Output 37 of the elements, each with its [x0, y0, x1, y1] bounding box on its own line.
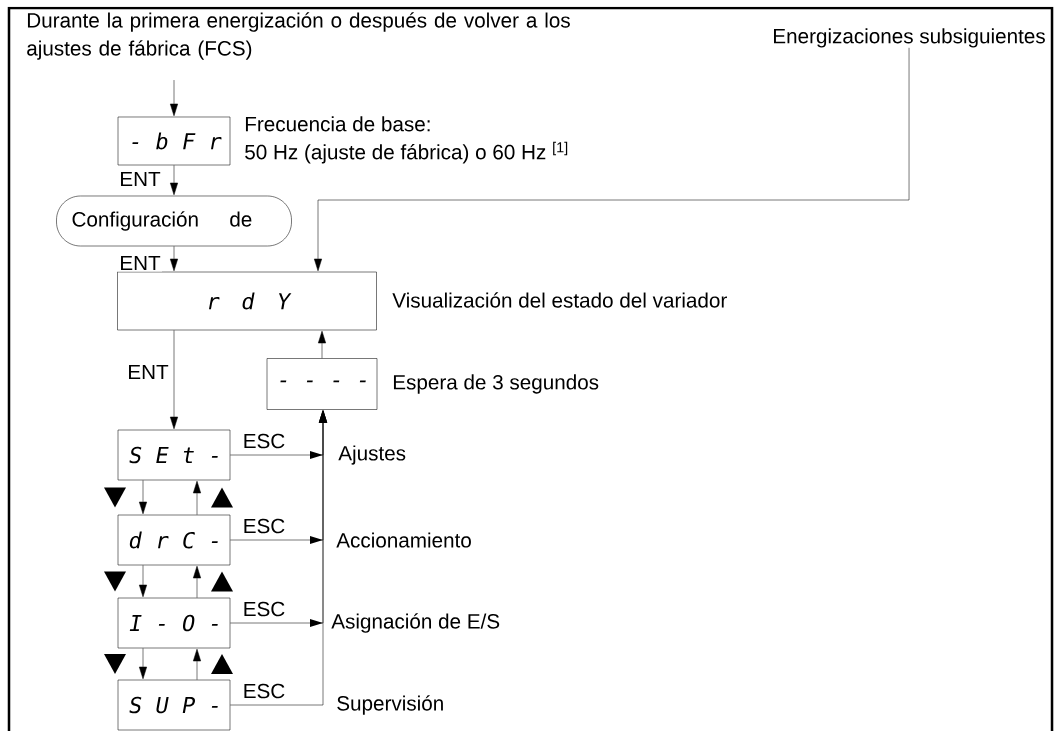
display-box: - - - -	[266, 358, 378, 410]
edge-label: ESC	[241, 682, 287, 700]
arrow	[139, 480, 147, 515]
arrow	[230, 410, 327, 706]
menu-label: Ajustes	[338, 445, 406, 465]
note-text: Energizaciones subsiguientes	[774, 28, 1045, 48]
edge-label: ESC	[241, 600, 287, 618]
node-caption: Visualización del estado del variador	[392, 292, 727, 308]
node-caption: Frecuencia de base: 50 Hz (ajuste de fábrica) o 60 Hz $^{[1]}$	[245, 116, 568, 164]
arrow	[170, 165, 178, 196]
display-box: - b F r	[117, 116, 231, 166]
edge-label: ESC	[241, 432, 287, 450]
display-box: I - O -	[117, 597, 231, 649]
display-box: S U P -	[117, 679, 231, 731]
display-box: d r C -	[117, 514, 231, 566]
menu-label: Accionamiento	[336, 532, 471, 548]
node-caption: Espera de 3 segundos	[393, 374, 599, 394]
arrow	[193, 480, 201, 515]
edge-label: ESC	[241, 517, 287, 535]
note-text: Durante la primera energización o después de volver a los ajustes de fábrica (FCS)	[27, 12, 570, 60]
edge-label: ENT	[118, 254, 162, 272]
arrow	[170, 79, 178, 117]
arrow	[170, 246, 178, 272]
display-box: S E t -	[117, 429, 231, 481]
arrow	[139, 648, 147, 680]
arrow	[193, 648, 201, 680]
rounded-box: Configuración de	[56, 195, 292, 247]
edge-label: ENT	[118, 170, 162, 188]
arrow	[139, 565, 147, 598]
menu-label: Supervisión	[337, 695, 443, 715]
display-box: r d Y	[117, 271, 377, 331]
arrow	[193, 565, 201, 598]
edge-label: ENT	[126, 363, 170, 381]
arrow	[170, 330, 178, 430]
arrow	[318, 330, 326, 359]
menu-label: Asignación de E/S	[331, 613, 500, 633]
arrow	[314, 47, 910, 272]
